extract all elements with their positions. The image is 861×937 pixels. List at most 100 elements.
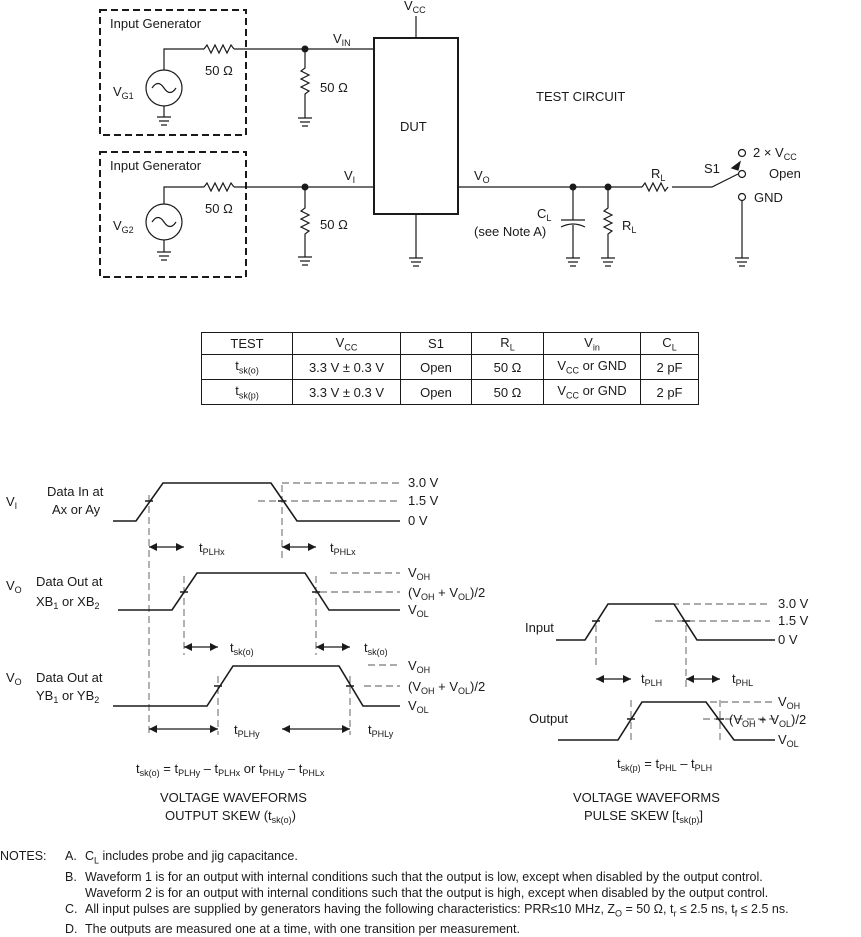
output-skew-caption-2: OUTPUT SKEW (tsk(o)) [165,808,296,825]
rl-ground-label: RL [622,218,636,235]
test-circuit-title: TEST CIRCUIT [536,89,625,104]
tphly-label: tPHLy [368,722,394,739]
tsko-label-2: tsk(o) [364,640,388,657]
pulse-skew-waveforms [556,603,775,741]
data-out-x-label-1: Data Out at [36,574,103,589]
resistor-2-icon [203,181,235,193]
header-vcc: VCC [292,332,401,355]
output-pulse-waveform [558,701,775,741]
see-note-label: (see Note A) [474,224,546,239]
note-c: C.All input pulses are supplied by gener… [65,901,789,919]
cell-vcc: 3.3 V ± 0.3 V [292,354,401,380]
vmid-label-x: (VOH + VOL)/2 [408,585,485,602]
input-label: Input [525,620,554,635]
switch-2vcc-terminal [737,148,747,158]
header-vin: Vin [543,332,641,355]
vg2-label: VG2 [113,218,134,235]
right-vol-label: VOL [778,732,799,749]
output-skew-equation: tsk(o) = tPLHy – tPLHx or tPHLy – tPHLx [136,761,325,778]
vo-wave-label-y: VO [6,670,22,687]
capacitor-icon [560,187,586,267]
cell-vcc: 3.3 V ± 0.3 V [292,379,401,405]
load2-resistor-value: 50 Ω [320,217,348,232]
tphlx-label: tPHLx [330,540,356,557]
cell-test: tsk(p) [201,379,293,405]
table-row: tsk(p) 3.3 V ± 0.3 V Open 50 Ω VCC or GN… [201,379,699,405]
vin-label: VIN [333,31,351,48]
test-circuit [99,9,749,278]
vi-label: VI [344,168,355,185]
cl-label: CL [537,206,551,223]
gen2-resistor-value: 50 Ω [205,201,233,216]
vi-wave-label: VI [6,494,17,511]
cell-s1: Open [400,379,472,405]
header-cl: CL [640,332,699,355]
data-in-label-2: Ax or Ay [52,502,101,517]
switch-open-terminal [737,169,747,179]
right-level-3v: 3.0 V [778,596,809,611]
level-1-5v-label: 1.5 V [408,493,439,508]
data-out-y-label-2: YB1 or YB2 [36,688,99,705]
note-b: B.Waveform 1 is for an output with inter… [65,869,763,884]
right-voh-label: VOH [778,694,800,711]
cell-rl: 50 Ω [471,379,544,405]
tplhy-label: tPLHy [234,722,260,739]
header-rl: RL [471,332,544,355]
pulse-skew-caption-1: VOLTAGE WAVEFORMS [573,790,720,805]
cell-vin: VCC or GND [543,379,641,405]
header-s1: S1 [400,332,472,355]
level-0v-label: 0 V [408,513,428,528]
cell-rl: 50 Ω [471,354,544,380]
generator-1-title: Input Generator [110,16,202,31]
switch-2vcc-label: 2 × VCC [753,145,797,162]
tsko-label-1: tsk(o) [230,640,254,657]
vol-label-x: VOL [408,602,429,619]
circuit-junctions [301,45,612,191]
cell-cl: 2 pF [640,354,699,380]
data-in-label-1: Data In at [47,484,104,499]
rl-resistor-icon [601,187,615,267]
data-out-y-waveform [113,665,400,707]
level-3v-label: 3.0 V [408,475,439,490]
generator-box-1 [99,9,247,136]
vol-label-y: VOL [408,698,429,715]
output-skew-waveforms [113,482,400,735]
dut-label: DUT [400,119,427,134]
series-resistor-icon [641,181,669,193]
note-a: NOTES:A.CL includes probe and jig capaci… [0,849,298,866]
right-level-1-5v: 1.5 V [778,613,809,628]
rl-series-label: RL [651,166,665,183]
switch-open-label: Open [769,166,801,181]
s1-label: S1 [704,161,720,176]
vo-label: VO [474,168,490,185]
data-out-x-waveform [118,572,400,611]
pulse-skew-caption-2: PULSE SKEW [tsk(p)] [584,808,703,825]
tplh-label: tPLH [641,671,662,688]
vmid-label-y: (VOH + VOL)/2 [408,679,485,696]
output-skew-caption-1: VOLTAGE WAVEFORMS [160,790,307,805]
resistor-1-icon [203,43,235,55]
load-resistor-2-icon [298,187,312,266]
pulse-skew-equation: tsk(p) = tPHL – tPLH [617,756,712,773]
cell-vin: VCC or GND [543,354,641,380]
input-pulse-waveform [556,603,775,641]
switch-gnd-terminal [737,192,747,202]
load1-resistor-value: 50 Ω [320,80,348,95]
tplhx-label: tPLHx [199,540,225,557]
cell-test: tsk(o) [201,354,293,380]
voh-label-x: VOH [408,565,430,582]
cell-cl: 2 pF [640,379,699,405]
notes-section: NOTES:A.CL includes probe and jig capaci… [0,848,789,937]
right-vmid-label: (VOH + VOL)/2 [729,712,806,729]
right-level-0v: 0 V [778,632,798,647]
generator-2-title: Input Generator [110,158,202,173]
test-parameter-table: TEST VCC S1 RL Vin CL tsk(o) 3.3 V ± 0.3… [201,332,699,405]
data-in-waveform [113,482,400,522]
generator-box-2 [99,151,247,278]
voh-label-y: VOH [408,658,430,675]
vo-wave-label-x: VO [6,578,22,595]
note-d: D.The outputs are measured one at a time… [65,922,520,936]
data-out-x-label-2: XB1 or XB2 [36,594,100,611]
gen1-resistor-value: 50 Ω [205,63,233,78]
